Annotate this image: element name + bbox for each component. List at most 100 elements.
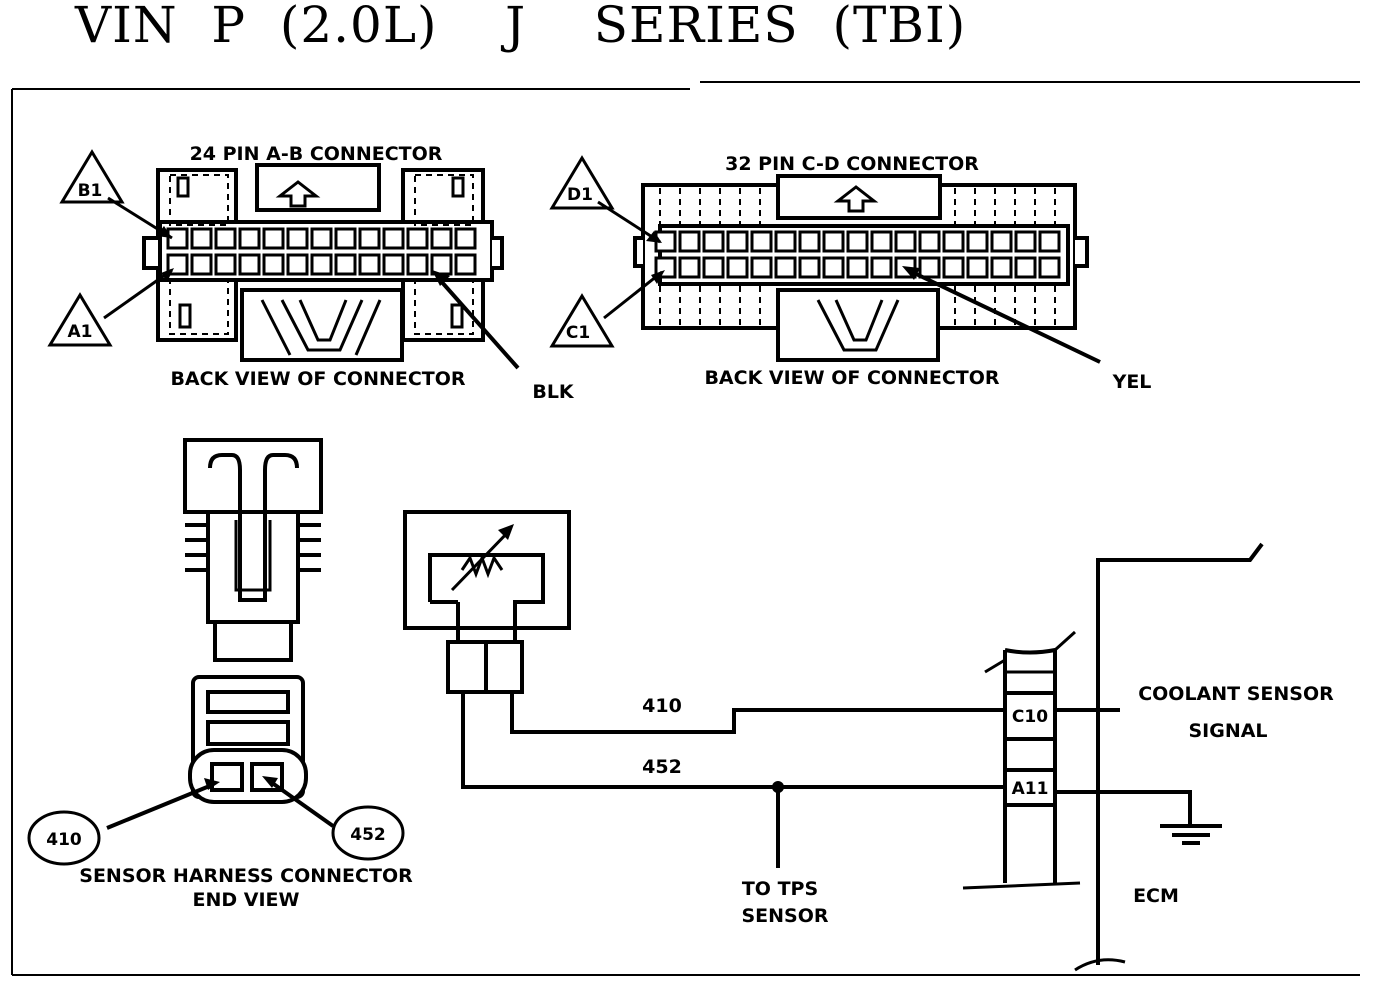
pin-cavity bbox=[262, 227, 285, 250]
ab-connector-title: 24 PIN A-B CONNECTOR bbox=[190, 143, 443, 165]
ab-view-label: BACK VIEW OF CONNECTOR bbox=[170, 368, 465, 390]
cd-connector: 32 PIN C-D CONNECTOR D1 bbox=[549, 153, 1152, 393]
ab-pin-bottom-label: A1 bbox=[68, 322, 93, 342]
pin-cavity bbox=[846, 230, 869, 253]
signal-label-line1: COOLANT SENSOR bbox=[1138, 683, 1334, 705]
ab-connector: 24 PIN A-B CONNECTOR B1 A1 bbox=[47, 143, 575, 403]
pin-cavity bbox=[774, 230, 797, 253]
sensor-harness-connector: 410 452 SENSOR HARNESS CONNECTOR END VIE… bbox=[27, 675, 413, 911]
pin-cavity bbox=[406, 253, 429, 276]
page-title: VIN P (2.0L) J SERIES (TBI) bbox=[75, 0, 967, 54]
pin-cavity bbox=[1038, 256, 1061, 279]
pin-cavity bbox=[238, 253, 261, 276]
pin-cavity bbox=[990, 256, 1013, 279]
ecm-pin-c10 bbox=[1003, 691, 1057, 741]
wire-410-label: 410 bbox=[642, 695, 682, 717]
pin-marker-d1 bbox=[549, 155, 615, 210]
tps-label-line1: TO TPS bbox=[742, 878, 818, 900]
pin-cavity bbox=[286, 227, 309, 250]
cd-pin-grid bbox=[654, 230, 1061, 279]
cd-wire-color: YEL bbox=[1112, 371, 1152, 393]
pin-cavity bbox=[942, 256, 965, 279]
pin-cavity bbox=[798, 230, 821, 253]
pin-cavity bbox=[286, 253, 309, 276]
pin-cavity bbox=[894, 230, 917, 253]
pin-cavity bbox=[214, 227, 237, 250]
pin-cavity bbox=[358, 227, 381, 250]
pin-cavity bbox=[750, 230, 773, 253]
pin-cavity bbox=[822, 230, 845, 253]
pin-cavity bbox=[678, 230, 701, 253]
pin-cavity bbox=[726, 256, 749, 279]
ecm-pin-a11 bbox=[1003, 768, 1057, 807]
ecm-pin-c10-label: C10 bbox=[1012, 707, 1048, 727]
pin-marker-b1 bbox=[59, 149, 125, 204]
pin-cavity bbox=[726, 230, 749, 253]
pin-cavity bbox=[846, 256, 869, 279]
wire-452-label: 452 bbox=[642, 756, 682, 778]
pin-cavity bbox=[942, 230, 965, 253]
pin-cavity bbox=[774, 256, 797, 279]
ab-pin-top-label: B1 bbox=[78, 181, 103, 201]
signal-label-line2: SIGNAL bbox=[1188, 720, 1267, 742]
pin-cavity bbox=[190, 253, 213, 276]
pin-cavity bbox=[406, 227, 429, 250]
callout-452 bbox=[331, 805, 405, 861]
pin-cavity bbox=[430, 227, 453, 250]
tps-label-line2: SENSOR bbox=[741, 905, 828, 927]
pin-cavity bbox=[870, 256, 893, 279]
pin-cavity bbox=[678, 256, 701, 279]
pin-cavity bbox=[990, 230, 1013, 253]
pin-cavity bbox=[262, 253, 285, 276]
pin-cavity bbox=[1038, 230, 1061, 253]
pin-cavity bbox=[702, 230, 725, 253]
pin-cavity bbox=[966, 256, 989, 279]
pin-cavity bbox=[334, 227, 357, 250]
ground-wire bbox=[1055, 790, 1192, 825]
cd-pin-bottom-label: C1 bbox=[566, 323, 590, 343]
pin-cavity bbox=[214, 253, 237, 276]
ground-icon bbox=[1160, 824, 1222, 845]
ab-wire-color: BLK bbox=[532, 381, 575, 403]
pin-cavity bbox=[310, 227, 333, 250]
pin-cavity bbox=[918, 256, 941, 279]
ecm-pin-a11-label: A11 bbox=[1012, 779, 1049, 799]
pin-cavity bbox=[238, 227, 261, 250]
pin-cavity bbox=[870, 230, 893, 253]
harness-pin-right-label: 452 bbox=[350, 825, 386, 845]
pin-cavity bbox=[918, 230, 941, 253]
pin-cavity bbox=[1014, 230, 1037, 253]
cd-pin-top-label: D1 bbox=[567, 185, 593, 205]
pin-cavity bbox=[358, 253, 381, 276]
ecm-label: ECM bbox=[1133, 885, 1179, 907]
pin-cavity bbox=[798, 256, 821, 279]
pin-cavity bbox=[190, 227, 213, 250]
pin-cavity bbox=[750, 256, 773, 279]
harness-label-line2: END VIEW bbox=[193, 889, 300, 911]
wire-452 bbox=[461, 692, 1008, 789]
pin-cavity bbox=[822, 256, 845, 279]
ab-pin-grid bbox=[166, 227, 477, 276]
pin-cavity bbox=[1014, 256, 1037, 279]
wire-410 bbox=[510, 692, 1008, 734]
cd-view-label: BACK VIEW OF CONNECTOR bbox=[704, 367, 999, 389]
pin-cavity bbox=[382, 227, 405, 250]
ecm-boundary bbox=[1096, 542, 1264, 965]
pin-cavity bbox=[334, 253, 357, 276]
pin-cavity bbox=[166, 227, 189, 250]
pin-cavity bbox=[702, 256, 725, 279]
harness-pin-left-label: 410 bbox=[46, 830, 82, 850]
pin-cavity bbox=[454, 227, 477, 250]
pin-cavity bbox=[310, 253, 333, 276]
harness-pin-452 bbox=[250, 762, 284, 792]
pin-cavity bbox=[966, 230, 989, 253]
pin-marker-a1 bbox=[47, 292, 113, 347]
harness-pin-410 bbox=[210, 762, 244, 792]
callout-410 bbox=[27, 810, 101, 866]
coolant-sensor-side-view bbox=[183, 438, 323, 662]
pin-cavity bbox=[382, 253, 405, 276]
cd-connector-title: 32 PIN C-D CONNECTOR bbox=[725, 153, 979, 175]
pin-cavity bbox=[454, 253, 477, 276]
circuit-schematic: 410 452 TO TPS SENSOR C10 A11 COOLANT SE… bbox=[403, 510, 1334, 972]
